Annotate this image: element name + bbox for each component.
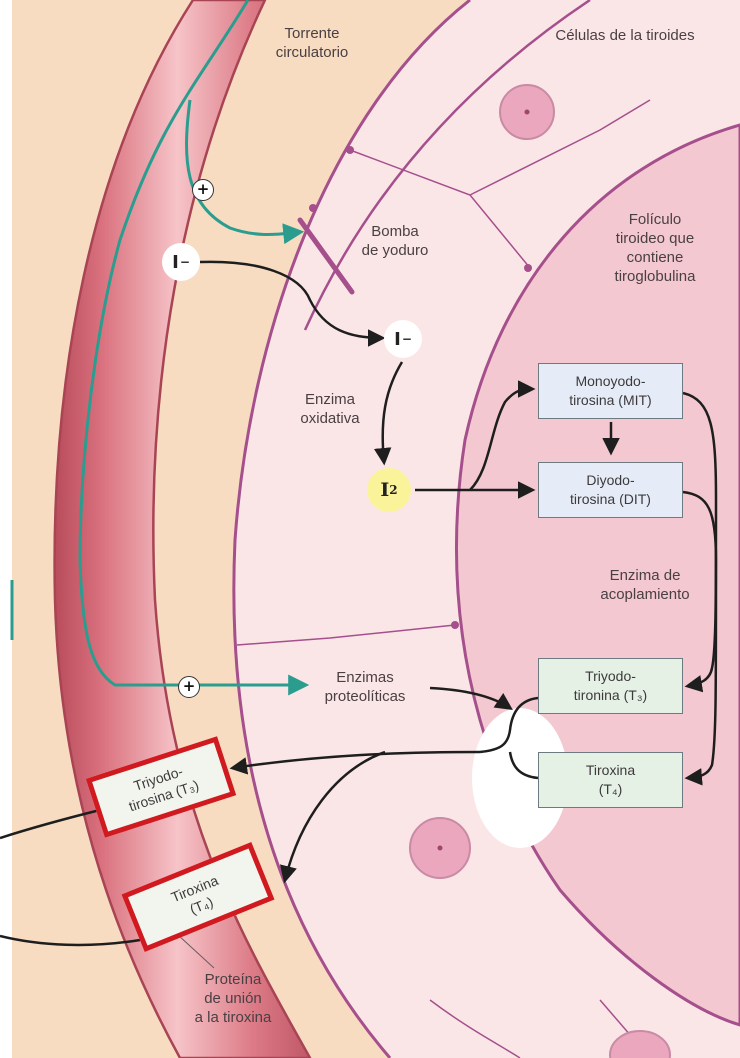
proteolytic-enzymes-label: Enzimas proteolíticas (305, 668, 425, 706)
t4-box: Tiroxina (T₄) (538, 752, 683, 808)
coupling-enzyme-label: Enzima de acoplamiento (580, 566, 710, 604)
iodide-ion-cell: I− (384, 320, 422, 358)
follicle-label: Folículo tiroideo que contiene tiroglobu… (590, 210, 720, 286)
iodide-pump-label: Bomba de yoduro (345, 222, 445, 260)
mit-box: Monoyodo- tirosina (MIT) (538, 363, 683, 419)
iodine-symbol: I (380, 479, 389, 501)
iodide-charge: − (180, 255, 190, 269)
binding-protein-label: Proteína de unión a la tiroxina (178, 970, 288, 1027)
stimulus-plus-top: + (192, 179, 214, 201)
oxidative-enzyme-label: Enzima oxidativa (280, 390, 380, 428)
dit-box: Diyodo- tirosina (DIT) (538, 462, 683, 518)
iodide-symbol: I (394, 329, 401, 350)
iodine-subscript: 2 (389, 483, 397, 497)
bloodstream-label: Torrente circulatorio (262, 24, 362, 62)
iodide-symbol: I (172, 252, 179, 273)
thyroid-cells-label: Células de la tiroides (520, 26, 730, 45)
iodide-charge: − (402, 332, 412, 346)
stimulus-plus-bottom: + (178, 676, 200, 698)
t3-box: Triyodo- tironina (T₃) (538, 658, 683, 714)
page-margin (0, 0, 12, 1058)
iodide-ion-blood: I− (162, 243, 200, 281)
